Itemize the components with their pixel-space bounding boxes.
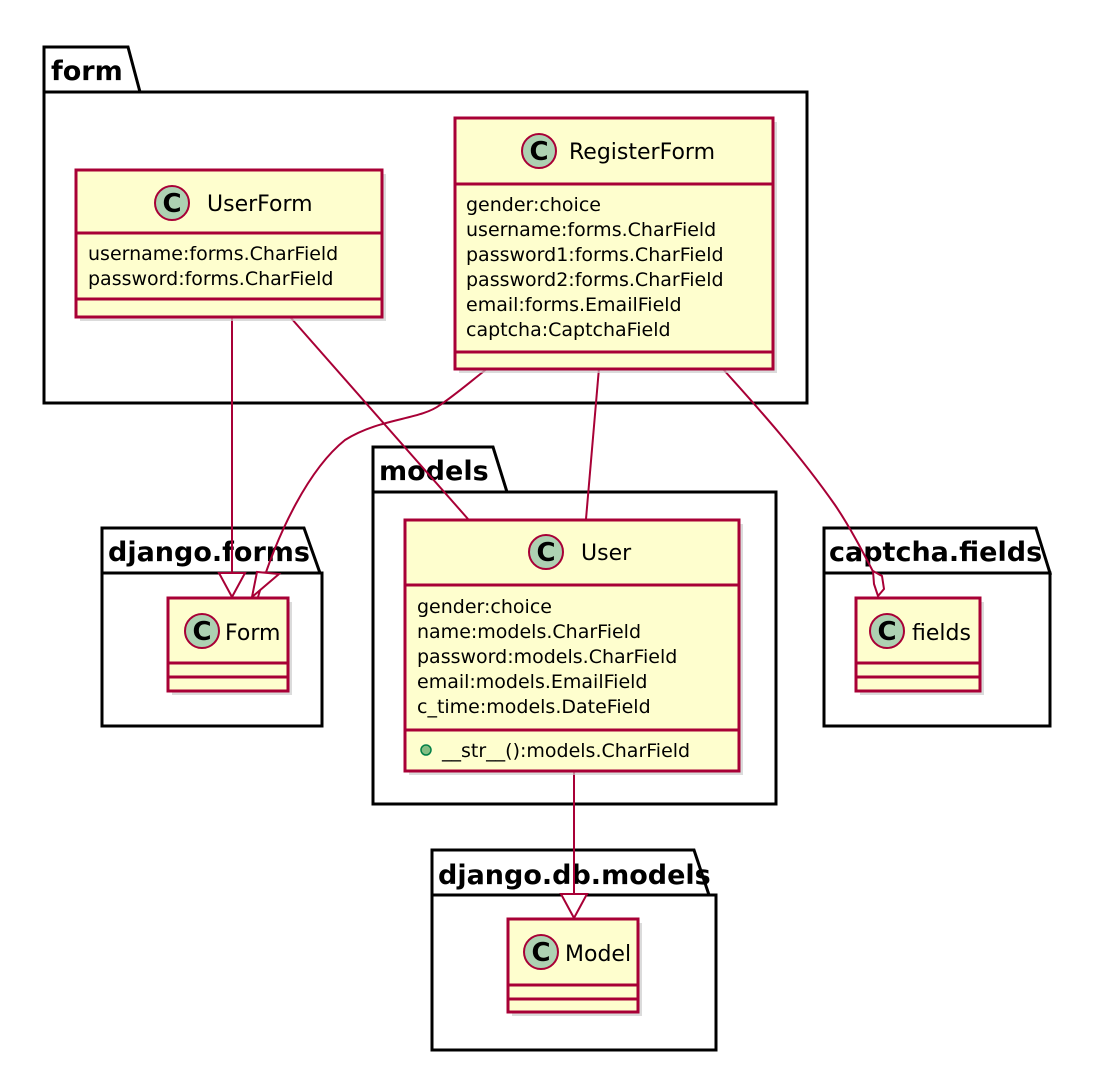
attribute: name:models.CharField (417, 621, 641, 643)
class-name-userform: UserForm (207, 192, 313, 217)
class-stereotype-letter: C (531, 938, 550, 968)
package-form-title: form (51, 56, 123, 87)
relationships (217, 317, 886, 921)
class-stereotype-icon (154, 185, 190, 221)
class-name-model: Model (565, 942, 631, 967)
package-captcha-fields-title: captcha.fields (829, 537, 1042, 568)
aggregation-diamond-fields (871, 569, 886, 598)
attribute: password1:forms.CharField (466, 244, 724, 266)
arrowhead-registerform-form (250, 570, 282, 600)
class-model[interactable]: C Model (506, 917, 642, 1016)
class-stereotype-icon (528, 534, 564, 570)
class-stereotype-letter: C (536, 538, 555, 568)
method: __str__():models.CharField (441, 740, 690, 762)
attribute: username:forms.CharField (466, 219, 716, 241)
attribute: email:models.EmailField (417, 671, 647, 693)
class-name-fields: fields (912, 621, 971, 646)
arrowhead-userform-form (217, 572, 247, 600)
class-stereotype-icon (521, 133, 557, 169)
class-stereotype-letter: C (192, 617, 211, 647)
class-stereotype-letter: C (162, 189, 181, 219)
class-fields[interactable]: C fields (854, 596, 984, 695)
attribute: username:forms.CharField (88, 243, 338, 265)
class-user[interactable]: C User gender:choice name:models.CharFie… (403, 518, 743, 775)
class-stereotype-letter: C (529, 137, 548, 167)
class-registerform[interactable]: C RegisterForm gender:choice username:fo… (453, 116, 777, 373)
class-name-registerform: RegisterForm (569, 140, 715, 165)
package-models-title: models (379, 456, 489, 487)
public-method-icon (420, 744, 432, 756)
class-stereotype-letter: C (877, 617, 896, 647)
attribute: password:forms.CharField (88, 268, 333, 290)
attribute: password2:forms.CharField (466, 269, 724, 291)
class-form[interactable]: C Form (166, 596, 292, 695)
edge-registerform-user (585, 367, 600, 520)
class-name-form: Form (225, 621, 280, 646)
package-django-db-models: django.db.models (430, 848, 718, 1052)
attribute: gender:choice (417, 596, 552, 618)
edge-registerform-form (257, 367, 489, 598)
class-stereotype-icon (869, 613, 905, 649)
attribute: password:models.CharField (417, 646, 677, 668)
attribute: captcha:CaptchaField (466, 319, 671, 341)
edge-userform-user (290, 317, 469, 520)
package-django-forms-title: django.forms (108, 537, 310, 568)
attribute: c_time:models.DateField (417, 696, 651, 718)
class-stereotype-icon (184, 613, 220, 649)
attribute: email:forms.EmailField (466, 294, 682, 316)
attribute: gender:choice (466, 194, 601, 216)
class-name-user: User (581, 541, 632, 566)
class-userform[interactable]: C UserForm username:forms.CharField pass… (74, 168, 386, 321)
edge-registerform-fields (721, 367, 880, 584)
arrowhead-user-model (559, 893, 589, 921)
class-stereotype-icon (523, 934, 559, 970)
